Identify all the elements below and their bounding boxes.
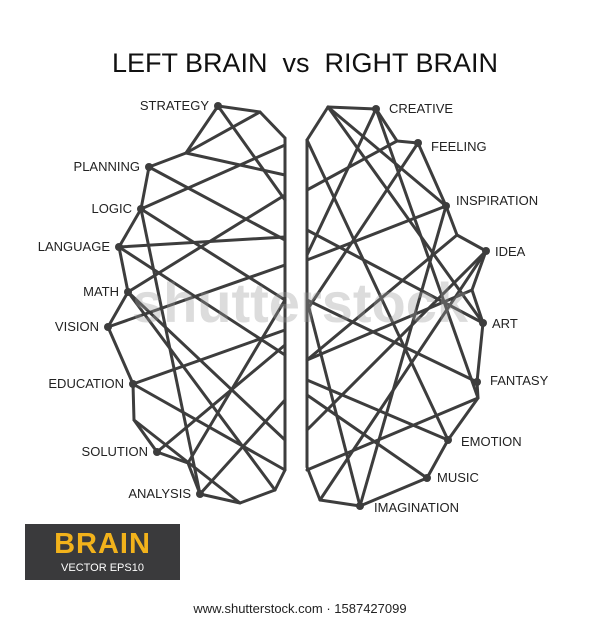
left-label-solution: SOLUTION <box>82 444 148 459</box>
left-label-analysis: ANALYSIS <box>128 486 191 501</box>
right-connector-dot <box>414 139 422 147</box>
footer-credit: www.shutterstock.com · 1587427099 <box>193 601 407 616</box>
badge-title: BRAIN <box>54 528 151 560</box>
right-label-creative: CREATIVE <box>389 101 453 116</box>
left-connector-dot <box>137 205 145 213</box>
right-connector-dot <box>356 502 364 510</box>
left-label-strategy: STRATEGY <box>140 98 209 113</box>
left-web-line <box>106 263 287 329</box>
left-web-line <box>155 343 287 454</box>
right-web-line <box>374 107 480 400</box>
right-web-line <box>305 298 479 384</box>
left-web-line <box>126 290 277 492</box>
left-connector-dot <box>145 163 153 171</box>
right-web-line <box>326 105 448 208</box>
left-connector-dot <box>153 448 161 456</box>
right-label-emotion: EMOTION <box>461 434 522 449</box>
left-web-line <box>184 110 262 155</box>
left-web-line <box>184 151 287 177</box>
right-hemisphere-outline <box>305 105 488 508</box>
left-connector-dot <box>196 490 204 498</box>
brain-badge: BRAIN VECTOR EPS10 <box>25 524 180 580</box>
right-label-music: MUSIC <box>437 470 479 485</box>
right-label-art: ART <box>492 316 518 331</box>
left-label-education: EDUCATION <box>48 376 124 391</box>
left-connector-dot <box>115 243 123 251</box>
left-hemisphere-outline <box>106 104 287 505</box>
left-label-language: LANGUAGE <box>38 239 111 254</box>
left-connector-dot <box>129 380 137 388</box>
left-web-line <box>216 104 287 202</box>
right-web-line <box>305 204 448 262</box>
left-connector-dot <box>124 288 132 296</box>
right-web-line <box>358 204 448 508</box>
right-web-line <box>305 298 362 508</box>
left-label-vision: VISION <box>55 319 99 334</box>
right-connector-dot <box>442 202 450 210</box>
right-web-line <box>305 393 429 480</box>
connector-dots <box>104 102 490 510</box>
right-label-feeling: FEELING <box>431 139 487 154</box>
left-web-line <box>117 235 287 249</box>
right-label-imagination: IMAGINATION <box>374 500 459 515</box>
right-connector-dot <box>444 436 452 444</box>
right-web-line <box>305 228 485 325</box>
left-web-line <box>139 207 202 496</box>
right-connector-dot <box>372 105 380 113</box>
right-web-line <box>326 105 485 325</box>
left-web-line <box>139 207 287 302</box>
left-web-line <box>147 165 287 242</box>
left-connector-dot <box>104 323 112 331</box>
right-connector-dot <box>482 247 490 255</box>
left-label-math: MATH <box>83 284 119 299</box>
left-web-line <box>131 328 287 386</box>
right-label-fantasy: FANTASY <box>490 373 549 388</box>
left-label-planning: PLANNING <box>74 159 140 174</box>
right-label-inspiration: INSPIRATION <box>456 193 538 208</box>
brain-labels: STRATEGY PLANNING LOGIC LANGUAGE MATH VISION E… <box>38 98 549 515</box>
brain-wireframe <box>106 104 488 508</box>
diagram-title: LEFT BRAIN vs RIGHT BRAIN <box>112 48 498 78</box>
left-web-line <box>139 143 287 211</box>
right-web-line <box>305 107 378 257</box>
right-connector-dot <box>479 319 487 327</box>
left-connector-dot <box>214 102 222 110</box>
left-web-line <box>132 418 242 505</box>
right-connector-dot <box>473 378 481 386</box>
right-connector-dot <box>423 474 431 482</box>
left-web-line <box>117 245 287 357</box>
right-label-idea: IDEA <box>495 244 526 259</box>
left-web-line <box>186 298 287 465</box>
right-web-line <box>305 249 488 432</box>
left-label-logic: LOGIC <box>92 201 132 216</box>
right-web-line <box>305 396 480 472</box>
right-web-line <box>305 139 399 192</box>
left-web-line <box>126 290 287 442</box>
badge-subtitle: VECTOR EPS10 <box>61 562 144 574</box>
watermark: shutterstock <box>132 271 469 334</box>
right-web-line <box>305 141 420 312</box>
right-web-line <box>305 138 450 442</box>
